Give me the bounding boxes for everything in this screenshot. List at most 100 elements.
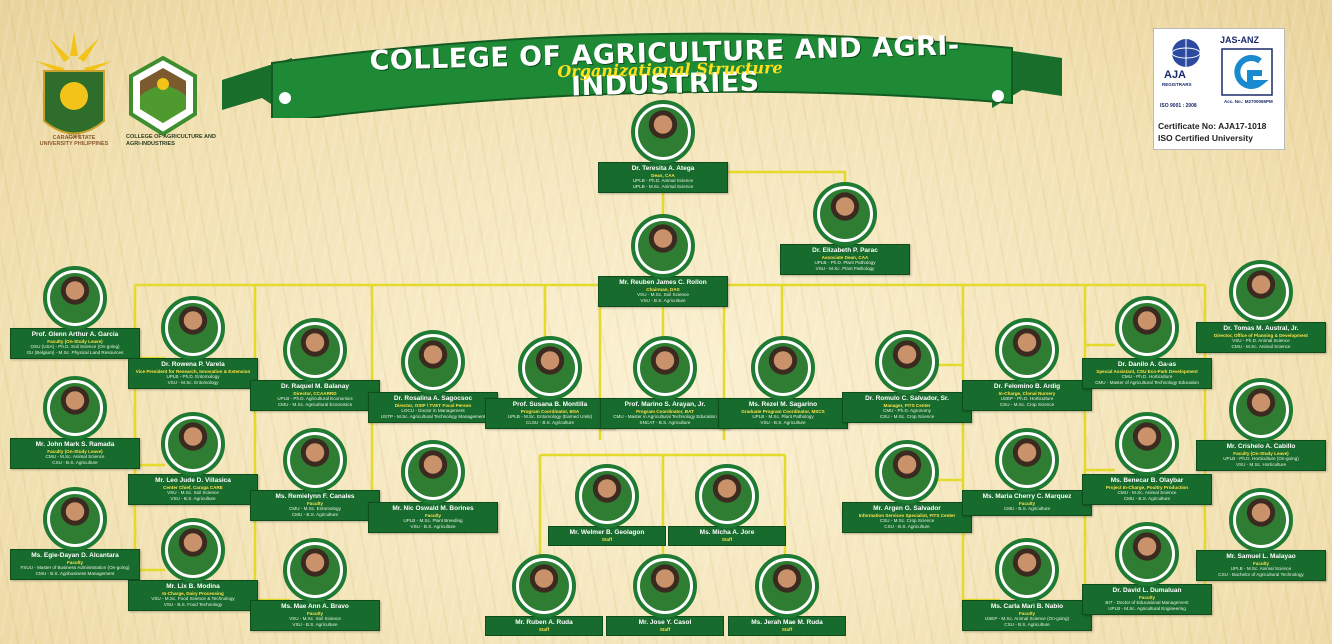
person-edu: LOCU - Doctor in Management (401, 408, 465, 414)
person-role: Faculty (1018, 611, 1036, 616)
person-name: Ms. Maria Cherry C. Marquez (982, 493, 1072, 500)
avatar (43, 376, 107, 440)
person-role: Special Assistant, CSU Eco-Park Developm… (1096, 369, 1198, 374)
person-card: Dr. Romulo C. Salvador, Sr.Manager, FITS… (842, 330, 972, 424)
person-edu: CMU - B.S. Agriculture (1123, 495, 1171, 501)
person-role: Director, OSIP / TVET Focal Person (394, 403, 472, 408)
person-name: Dr. Rowena P. Varela (161, 361, 225, 368)
person-card: Dr. Tomas M. Austral, Jr.Director, Offic… (1196, 260, 1326, 354)
person-edu: CMU - B.S. Agriculture (291, 511, 339, 517)
person-role: Faculty (1252, 561, 1270, 566)
avatar (401, 330, 465, 394)
iso-certified-label: ISO Certified University (1158, 133, 1253, 143)
avatar (161, 412, 225, 476)
person-role: Faculty (424, 513, 442, 518)
person-role: Program Coordinator, BSA (520, 409, 580, 414)
person-edu: UPLB - Ph.D. Plant Pathology (814, 260, 876, 266)
avatar (633, 336, 697, 400)
person-edu: CMU - B.S. Agribusiness Management (35, 570, 115, 576)
person-name: Prof. Glenn Arthur A. Garcia (31, 331, 119, 338)
person-edu: UPLB - Ph.D. Entomology (166, 374, 220, 380)
person-edu: UPLB - M.Sc. Agricultural Engineering (1108, 605, 1186, 611)
person-role: In-Charge, Dairy Processing (162, 591, 224, 596)
person-edu: CMU - Master of Agricultural Technology … (1095, 379, 1199, 385)
avatar (283, 318, 347, 382)
person-edu: VSU - Ph.D. Animal Science (1232, 338, 1290, 344)
person-edu: OSU (USA) - Ph.D. Soil Science (On-going… (30, 344, 120, 350)
avatar (995, 538, 1059, 602)
avatar (575, 464, 639, 528)
person-role: Director, CCAARRD (293, 391, 337, 396)
person-role: Information Services Specialist, FITS Ce… (858, 513, 956, 518)
person-edu: CSU - M.Sc. Crop Science (999, 401, 1055, 407)
person-edu: CSU - Bachelor of Agricultural Technolog… (1218, 571, 1304, 577)
person-edu: VSU - M.Sc. Soil Science (167, 490, 219, 496)
person-role: Faculty (66, 560, 84, 565)
avatar (1115, 296, 1179, 360)
certificate-number: Certificate No: AJA17-1018 (1158, 121, 1267, 131)
person-name: Mr. John Mark S. Ramada (35, 441, 115, 448)
person-role: Faculty (On-Study Leave) (1233, 451, 1289, 456)
avatar (631, 214, 695, 278)
person-edu: VSU - M.Sc. Plant Pathology (815, 265, 875, 271)
person-card: Prof. Marino S. Arayan, Jr.Program Coord… (600, 336, 730, 430)
caraga-state-university-seal-icon: 1946 (36, 31, 112, 140)
person-edu: FSUU - Master of Business Administration… (20, 565, 130, 571)
avatar (995, 318, 1059, 382)
person-edu: VSU - B.S. Agriculture (292, 621, 338, 627)
avatar (755, 554, 819, 618)
avatar (401, 440, 465, 504)
avatar (1115, 412, 1179, 476)
person-edu: VSU - B.S. Agriculture (640, 297, 686, 303)
person-name: Ms. Remielynn F. Canales (275, 493, 355, 500)
person-name: Dr. Danilo A. Ga-as (1117, 361, 1177, 368)
avatar (875, 440, 939, 504)
person-edu: UPLB - M.Sc. Plant Breeding (403, 518, 463, 524)
person-edu: VSU - B.S. Agriculture (410, 523, 456, 529)
person-name: Dr. Rosalina A. Sagocsoc (393, 395, 473, 402)
person-role: Center Chief, Caraga CARE (163, 485, 223, 490)
person-edu: CSU - M.Sc. Crop Science (879, 518, 935, 524)
person-edu: UPLB - Ph.D. Horticulture (On-going) (1223, 456, 1299, 462)
avatar (631, 100, 695, 164)
avatar (875, 330, 939, 394)
person-role: Chairman, DAS (646, 287, 680, 292)
avatar (695, 464, 759, 528)
person-edu: BIT - Doctor of Educational Management (1105, 600, 1189, 606)
person-name: Mr. Leo Jude D. Villasica (155, 477, 231, 484)
person-role: Staff (659, 627, 671, 632)
person-role: Staff (538, 627, 550, 632)
person-edu: CMU - M.Sc. Animal Science (45, 454, 105, 460)
person-role: Faculty (On-Study Leave) (47, 339, 103, 344)
aja-sub-label: REGISTRARS (1162, 82, 1192, 87)
person-edu: UPLB - M.Sc. Entomology (Earned Units) (507, 414, 593, 420)
person-edu: USEP - Ph.D. Horticulture (1000, 396, 1054, 402)
person-edu: UPLB - Ph.D. Agricultural Economics (277, 396, 353, 402)
accreditation-number: Acc. No.: M2700065PM (1224, 99, 1273, 104)
person-role: Dean, CAA (651, 173, 675, 178)
person-edu: VSU - B.S. Agriculture (170, 495, 216, 501)
person-edu: VSU - B.S. Food Technology (163, 601, 223, 607)
avatar (813, 182, 877, 246)
person-edu: CMU - M.Sc. Agricultural Economics (277, 401, 353, 407)
person-edu: CSU - B.S. Agriculture (1004, 621, 1050, 627)
person-name: Ms. Micha A. Jore (699, 529, 755, 536)
person-name: Ms. Egie-Dayan D. Alcantara (31, 552, 119, 559)
jas-anz-logo-icon (1221, 48, 1273, 96)
person-role: In-Charge, Clonal Nursery (998, 391, 1056, 396)
avatar (512, 554, 576, 618)
